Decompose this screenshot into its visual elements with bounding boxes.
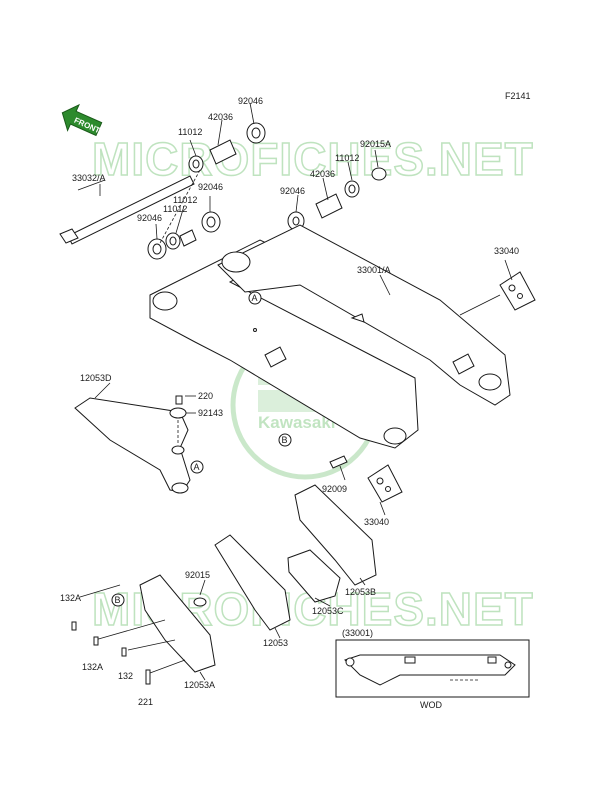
inset-caption: WOD [420,700,442,710]
callout-33001A: 33001/A [357,265,391,275]
svg-text:A: A [194,462,200,472]
callout-92015: 92015 [185,570,210,580]
callout-11012-top: 11012 [178,127,202,137]
callout-42036-top: 42036 [208,112,233,122]
chain-slipper [74,397,191,494]
pivot-shaft [59,175,195,245]
chain-adjuster-right [459,271,536,316]
callout-92046-lower: 92046 [137,213,162,223]
inset-swingarm-variant: (33001) WOD [335,628,530,710]
callout-42036-right: 42036 [310,169,335,179]
callout-33040-right: 33040 [494,246,519,256]
svg-text:A: A [252,293,258,303]
callout-92046-top: 92046 [238,96,263,106]
callout-33032A: 33032/A [72,173,106,183]
mounting-bolts [71,621,151,685]
callout-92015A: 92015A [360,139,391,149]
callout-92009: 92009 [322,484,347,494]
callout-12053C: 12053C [312,606,344,616]
stud [329,455,348,469]
callout-220: 220 [198,391,213,401]
callout-11012-right: 11012 [335,153,359,163]
chain-guide-assembly [79,484,377,674]
ref-a-top: A [248,291,262,305]
svg-text:B: B [115,595,121,605]
callout-221: 221 [138,697,153,707]
left-pivot-bearings [147,211,221,260]
callout-11012-lower: 11012 [163,204,187,214]
ref-b-left: B [111,593,125,607]
watermark-top: MICROFICHES.NET [92,133,534,185]
callout-12053: 12053 [263,638,288,648]
upper-pivot-bearings [159,122,266,244]
callout-92143: 92143 [198,408,223,418]
svg-text:B: B [282,435,288,445]
callout-132A-top: 132A [60,593,81,603]
callout-132: 132 [118,671,133,681]
callout-132A-bottom: 132A [82,662,103,672]
callout-92046-left: 92046 [198,182,223,192]
chain-adjuster-left [367,464,403,503]
swingarm [149,224,511,449]
callout-12053D: 12053D [80,373,112,383]
callout-12053B: 12053B [345,587,376,597]
callout-92046-right: 92046 [280,186,305,196]
page-code: F2141 [505,91,531,101]
kawasaki-logo-text: Kawasaki [258,413,336,432]
callout-12053A: 12053A [184,680,215,690]
inset-title: (33001) [342,628,373,638]
callout-33040-left: 33040 [364,517,389,527]
callout-11012-left: 11012 [173,195,197,205]
ref-b-right: B [278,433,292,447]
leader-lines [77,102,513,681]
ref-a-bottom: A [190,460,204,474]
